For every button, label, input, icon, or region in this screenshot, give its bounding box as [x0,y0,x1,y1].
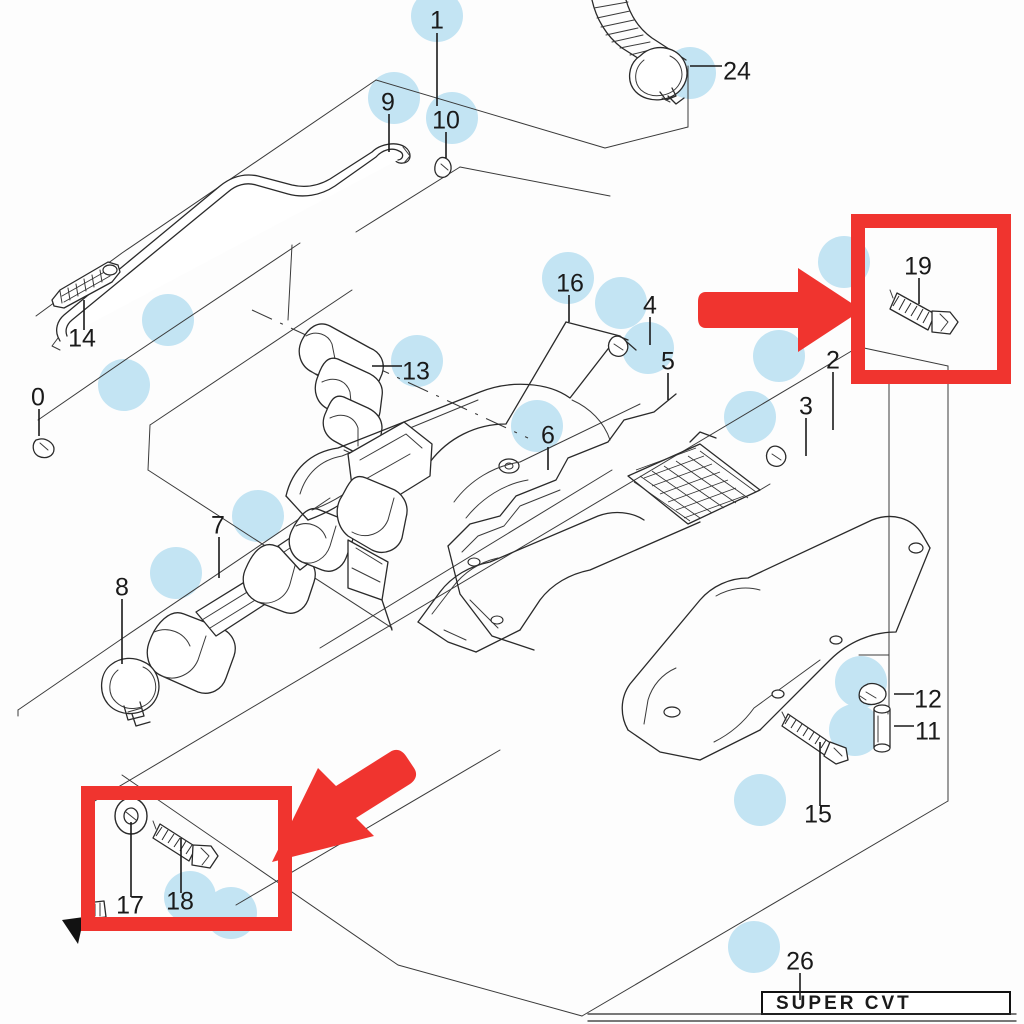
part-11-grommet [873,704,891,753]
red-arrow-to-items-17-18[interactable] [272,749,417,862]
blue-highlight-dot [150,547,202,599]
part-7-air-hose [146,507,354,694]
blue-highlight-dot [542,252,594,304]
part-12-clip [858,682,887,706]
callout-number-0: 0 [31,384,45,412]
callout-number-26: 26 [786,948,814,976]
part-9-breather-hose [51,143,411,351]
blue-highlight-dot [426,92,478,144]
callout-number-4: 4 [643,292,657,320]
part-24-hose-clamp [591,0,688,105]
part-17-washer [114,797,148,835]
box-item-19[interactable] [851,214,1011,384]
callout-number-11: 11 [915,718,941,746]
callout-number-9: 9 [381,89,395,117]
part-13-intake-duct [298,323,391,473]
part-26-emblem: SUPER CVT [587,991,1017,1022]
blue-highlight-dot [734,774,786,826]
blue-highlight-dot [368,72,420,124]
blue-highlight-dot [728,921,780,973]
air-cleaner-assembly [285,321,931,761]
blue-highlight-dot [142,294,194,346]
blue-highlight-dot [595,277,647,329]
callout-number-18: 18 [166,888,194,916]
callout-number-17: 17 [116,892,144,920]
red-highlight-boxes[interactable] [81,214,1011,931]
callout-number-2: 2 [826,347,840,375]
callout-number-3: 3 [799,393,813,421]
callout-number-19: 19 [904,253,932,281]
callout-number-16: 16 [556,270,584,298]
box-items-17-18[interactable] [81,786,292,931]
callout-number-6: 6 [541,422,555,450]
blue-highlight-dot [164,871,216,923]
blue-highlight-dot [753,330,805,382]
part-10-grommet [434,156,452,178]
callout-number-24: 24 [723,58,751,86]
part-14-hose-clip [51,261,121,309]
blue-highlight-dot [98,359,150,411]
part-18-bolt [152,820,219,869]
callout-number-12: 12 [914,686,942,714]
red-arrow-to-item-19[interactable] [698,268,862,352]
blue-highlight-dot [205,887,257,939]
blue-highlight-dot [391,335,443,387]
blue-highlight-dot [829,704,881,756]
blue-highlight-dot [724,391,776,443]
callout-number-8: 8 [115,574,129,602]
part-0-small-clip [32,438,55,459]
callout-number-1: 1 [430,7,444,35]
callout-number-15: 15 [804,801,832,829]
callout-number-7: 7 [211,512,225,540]
blue-highlight-dot [511,400,563,452]
blue-highlight-dot [232,490,284,542]
blue-highlight-dot [411,0,463,42]
emblem-text: SUPER CVT [776,993,912,1014]
callout-number-13: 13 [402,358,430,386]
part-8-hose-clamp [101,657,160,727]
callout-number-14: 14 [68,325,96,353]
callout-number-5: 5 [661,348,675,376]
blue-highlight-dot [622,322,674,374]
callout-number-10: 10 [432,107,460,135]
part-19-bolt [889,289,959,335]
